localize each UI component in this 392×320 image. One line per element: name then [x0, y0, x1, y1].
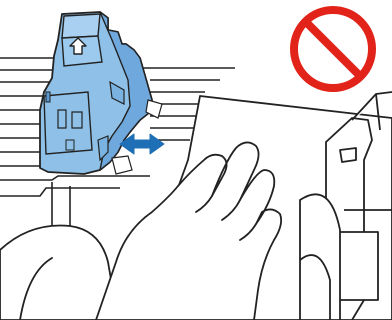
- prohibited-icon: [294, 10, 372, 88]
- media-edge-guide: [40, 12, 152, 174]
